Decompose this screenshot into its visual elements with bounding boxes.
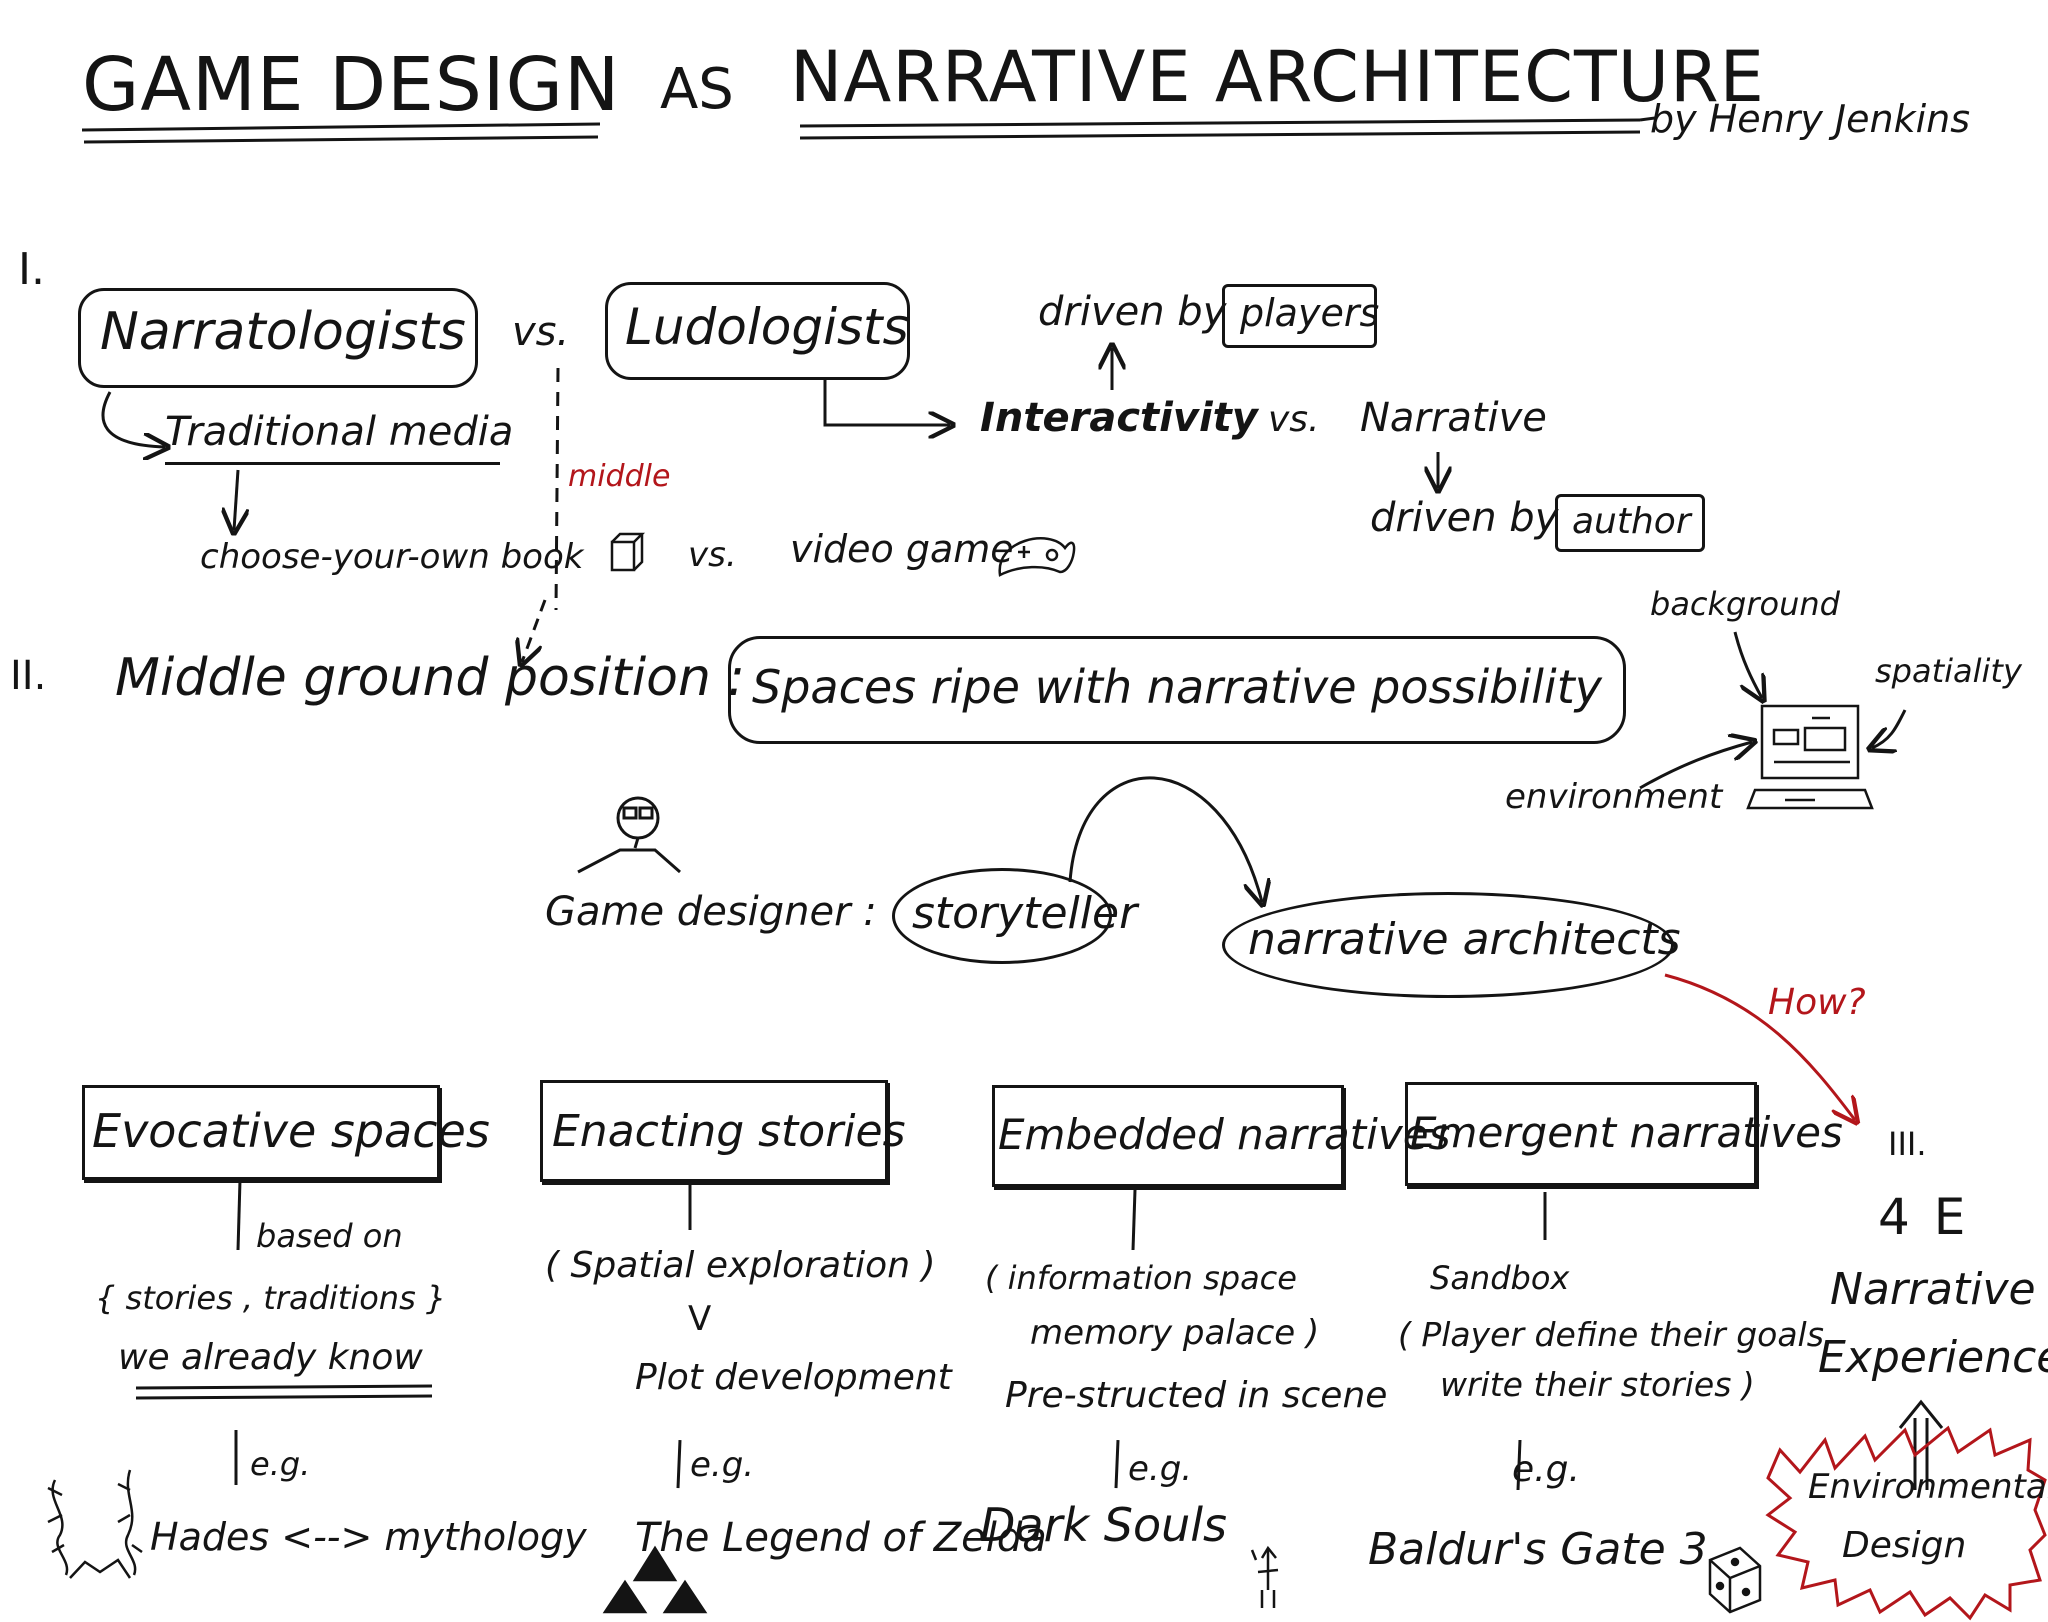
middle-note: middle [568, 459, 671, 494]
embedded-note-1: ( information space [985, 1259, 1297, 1297]
spatiality-label: spatiality [1875, 652, 2022, 690]
emergent-example: Baldur's Gate 3 [1368, 1524, 1708, 1575]
category-box-enacting [540, 1080, 888, 1182]
embedded-eg: e.g. [1128, 1449, 1193, 1489]
category-title-embedded: Embedded narratives [998, 1110, 1451, 1159]
dashed-middle-arrow [522, 599, 547, 662]
environment-label: environment [1505, 777, 1723, 817]
category-box-embedded [992, 1085, 1344, 1187]
section-1-numeral: I. [18, 244, 45, 295]
players-box [1222, 284, 1377, 348]
arrow-traditional-to-book [234, 469, 238, 530]
driven-by-players-label: driven by [1038, 289, 1227, 335]
vs-label-3: vs. [1268, 399, 1320, 440]
enacting-note-3: Plot development [635, 1357, 952, 1398]
environmental-design-line-2: Design [1842, 1525, 1967, 1566]
arrow-narratologists-to-traditional [101, 391, 165, 447]
driven-by-author-label: driven by [1370, 495, 1559, 541]
players-label: players [1240, 291, 1380, 335]
ludologists-box [605, 282, 910, 380]
ludologists-label: Ludologists [625, 298, 909, 356]
section-3-numeral: III. [1888, 1125, 1927, 1163]
vs-label-2: vs. [688, 535, 737, 575]
knight-icon [1250, 1545, 1279, 1608]
enacting-eg: e.g. [690, 1445, 755, 1485]
evocative-eg: e.g. [250, 1445, 311, 1483]
narratologists-label: Narratologists [100, 302, 466, 362]
narrative-experience-line-2: Experience [1818, 1332, 2048, 1383]
plant-icon [47, 1469, 143, 1579]
background-label: background [1650, 585, 1840, 623]
author-box [1555, 494, 1705, 552]
emergent-note-2: ( Player define their goals [1398, 1315, 1824, 1354]
evocative-note-2: { stories , traditions } [95, 1279, 447, 1317]
middle-ground-heading: Middle ground position : [115, 648, 745, 708]
arrow-background [1733, 631, 1762, 698]
section-2-numeral: II. [10, 653, 47, 699]
environmental-spike-outline [1765, 1425, 2047, 1621]
category-box-emergent [1405, 1082, 1757, 1186]
embedded-note-3: Pre-structed in scene [1005, 1375, 1388, 1416]
four-e-label: 4 E [1878, 1188, 1970, 1246]
spaces-label: Spaces ripe with narrative possibility [752, 660, 1602, 714]
category-title-emergent: Emergent narratives [1410, 1108, 1843, 1157]
narrative-architects-label: narrative architects [1248, 914, 1681, 965]
interactivity-label: Interactivity [980, 395, 1258, 441]
evocative-note-3: we already know [118, 1337, 423, 1378]
arrow-ludologists-to-interactivity [823, 380, 950, 425]
computer-icon [1746, 704, 1874, 810]
title-underlines [81, 116, 1656, 144]
narrative-experience-line-1: Narrative [1830, 1264, 2036, 1315]
category-title-enacting: Enacting stories [552, 1106, 906, 1157]
arrow-environment [1639, 742, 1752, 790]
storyteller-oval [892, 868, 1112, 964]
title-part-as: AS [660, 57, 734, 122]
traditional-media-label: Traditional media [165, 409, 514, 455]
how-note: How? [1768, 982, 1866, 1023]
enacting-example: The Legend of Zelda [635, 1515, 1047, 1561]
game-designer-label: Game designer : [545, 889, 877, 935]
gamepad-icon [998, 537, 1076, 577]
category-title-evocative: Evocative spaces [92, 1104, 490, 1158]
book-icon [610, 532, 646, 572]
title-part-narrative-architecture: NARRATIVE ARCHITECTURE [790, 36, 1765, 118]
person-icon [577, 796, 681, 874]
embedded-example: Dark Souls [980, 1498, 1228, 1552]
storyteller-label: storyteller [912, 888, 1138, 939]
evocative-note-1: based on [256, 1217, 403, 1255]
environmental-design-line-1: Environmental [1808, 1467, 2048, 1507]
arrow-spatiality [1872, 709, 1907, 748]
spaces-box [728, 636, 1626, 744]
embedded-note-2: memory palace ) [1030, 1313, 1320, 1353]
video-game-label: video game [790, 527, 1014, 571]
arrow-storyteller-to-architects [1068, 776, 1262, 902]
emergent-note-3: write their stories ) [1440, 1365, 1755, 1404]
arrow-how-red [1664, 973, 1855, 1120]
category-box-evocative [82, 1085, 440, 1180]
title-part-game-design: GAME DESIGN [82, 42, 621, 128]
author-name: by Henry Jenkins [1650, 97, 1971, 141]
enacting-note-1: ( Spatial exploration ) [545, 1245, 936, 1286]
narrative-label: Narrative [1360, 395, 1547, 441]
author-label: author [1572, 501, 1691, 542]
emergent-note-1: Sandbox [1430, 1259, 1570, 1297]
traditional-media-underline [165, 462, 500, 465]
dashed-middle-line [554, 367, 560, 611]
vs-label-1: vs. [512, 309, 570, 355]
narratologists-box [78, 288, 478, 388]
emergent-eg: e.g. [1512, 1449, 1580, 1490]
evocative-example: Hades <--> mythology [150, 1515, 587, 1559]
choose-your-own-book-label: choose-your-own book [200, 537, 584, 577]
narrative-architects-oval [1222, 892, 1674, 998]
dice-icon [1708, 1546, 1762, 1614]
triforce-icon [602, 1545, 708, 1614]
category-stems [135, 1179, 1547, 1491]
enacting-note-2: V [688, 1299, 712, 1339]
